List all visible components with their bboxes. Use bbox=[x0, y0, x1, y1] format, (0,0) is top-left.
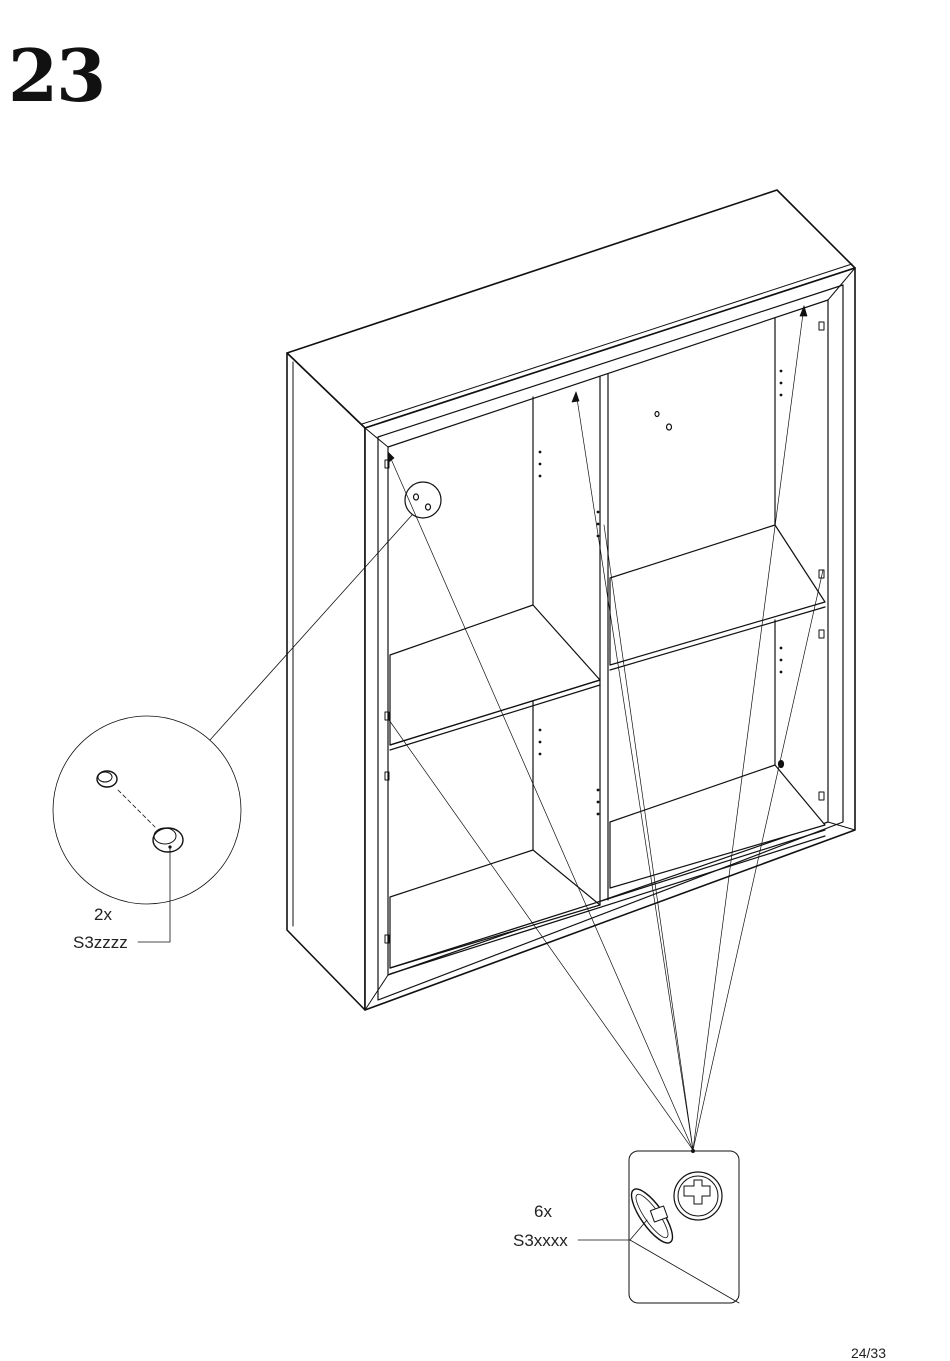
support-detail bbox=[578, 1149, 739, 1303]
cap-quantity-label: 2x bbox=[94, 905, 112, 925]
support-part-code-label: S3xxxx bbox=[513, 1231, 568, 1251]
page-number: 24/33 bbox=[851, 1345, 886, 1361]
support-quantity-label: 6x bbox=[534, 1202, 552, 1222]
cap-part-code-label: S3zzzz bbox=[73, 933, 128, 953]
